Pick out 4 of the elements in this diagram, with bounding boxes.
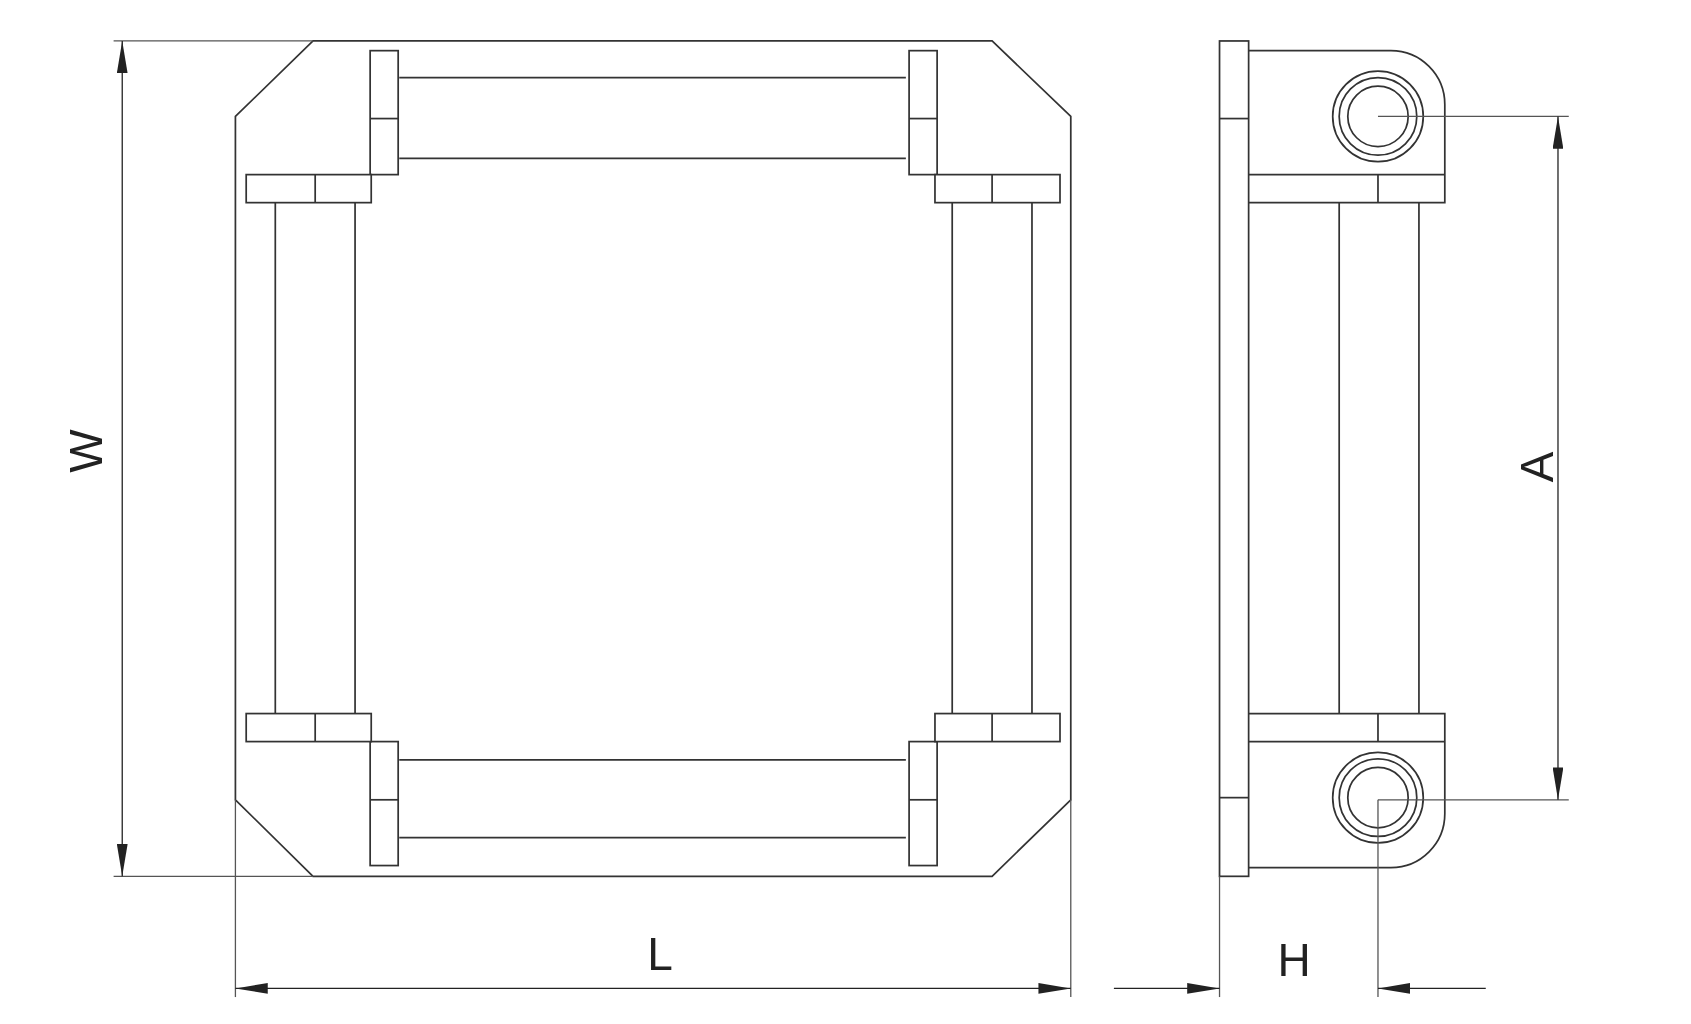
dimension-label: L xyxy=(647,931,673,978)
dimension-label: W xyxy=(63,429,110,473)
dimension-label: H xyxy=(1277,936,1311,983)
dimension-label: A xyxy=(1513,451,1560,483)
